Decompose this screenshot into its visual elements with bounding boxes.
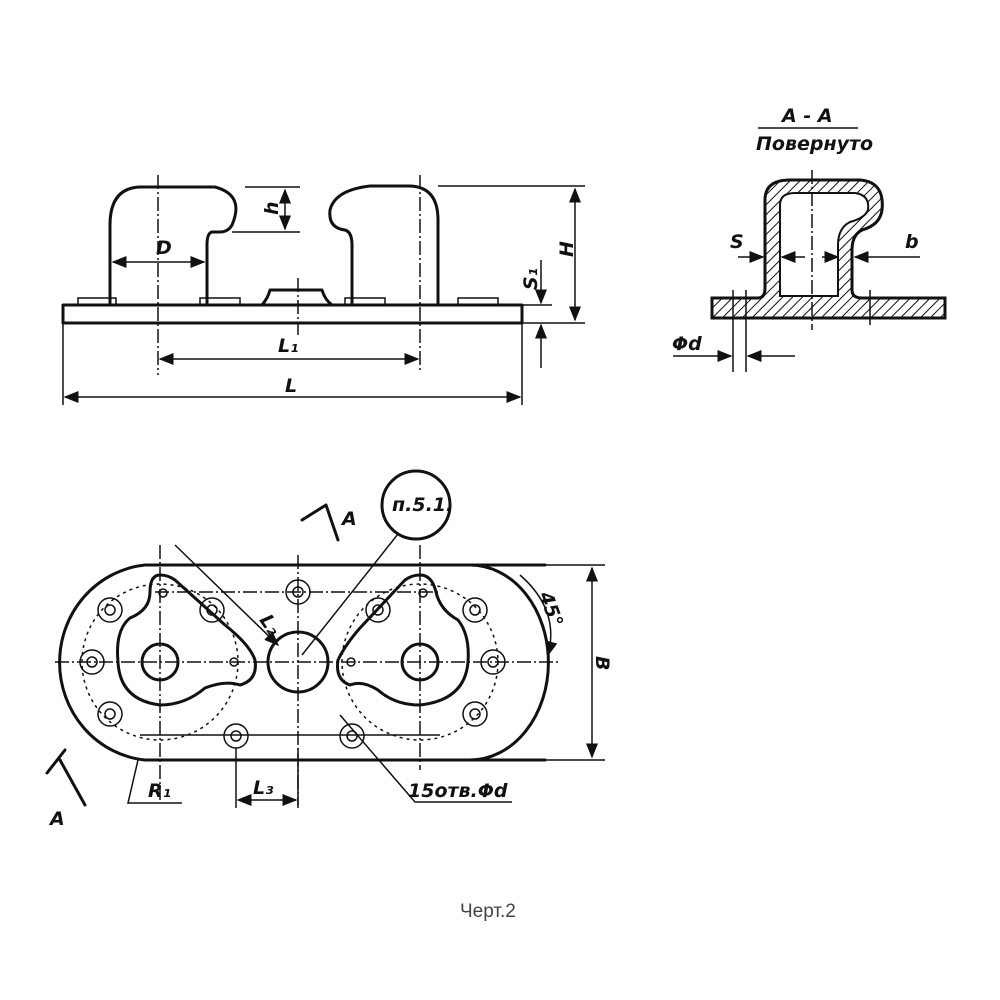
label-S1: S₁ [520,268,542,290]
section-marker-bottom [45,748,87,807]
label-L: L [285,375,297,397]
section-subtitle: Повернуто [756,133,873,155]
plate-outline [58,563,550,762]
weld-pad [77,297,117,306]
section-mark-bottom: А [48,808,65,830]
note-callout [380,469,452,541]
left-horn [108,185,238,305]
label-B: В [591,656,613,670]
left-lobe [116,573,257,707]
label-b: b [905,231,919,253]
section-mark-top: А [340,508,357,530]
label-angle: 45° [534,588,567,630]
label-D: D [156,237,172,259]
section-title: А - А [780,105,833,127]
right-lobe [336,573,470,707]
label-holes: 15отв.Φd [408,780,508,802]
right-horn [328,184,440,305]
label-L2: L₂ [255,610,285,640]
label-L1: L₁ [278,335,298,357]
plan-view: L₂ п.5.1. А А 45° В R₁ L₃ 15отв.Φd [45,469,613,830]
section-view: А - А Повернуто S b Φd [672,105,947,372]
front-view: h D H S₁ L₁ L [61,175,585,405]
label-phi-d: Φd [672,333,702,355]
note-ref: п.5.1. [392,494,453,516]
center-hole [266,630,330,694]
weld-pad [199,297,241,306]
weld-pad [457,297,499,306]
label-L3: L₃ [253,777,274,799]
caption: Черт.2 [460,901,516,922]
label-R1: R₁ [148,780,171,802]
label-h: h [261,201,283,215]
label-H: H [556,241,578,257]
base-plate [61,303,524,325]
right-hole [400,642,440,682]
label-S: S [730,231,744,253]
left-hole [140,642,180,682]
weld-pad [344,297,386,306]
center-boss [260,288,334,307]
section-marker-top [300,503,340,542]
